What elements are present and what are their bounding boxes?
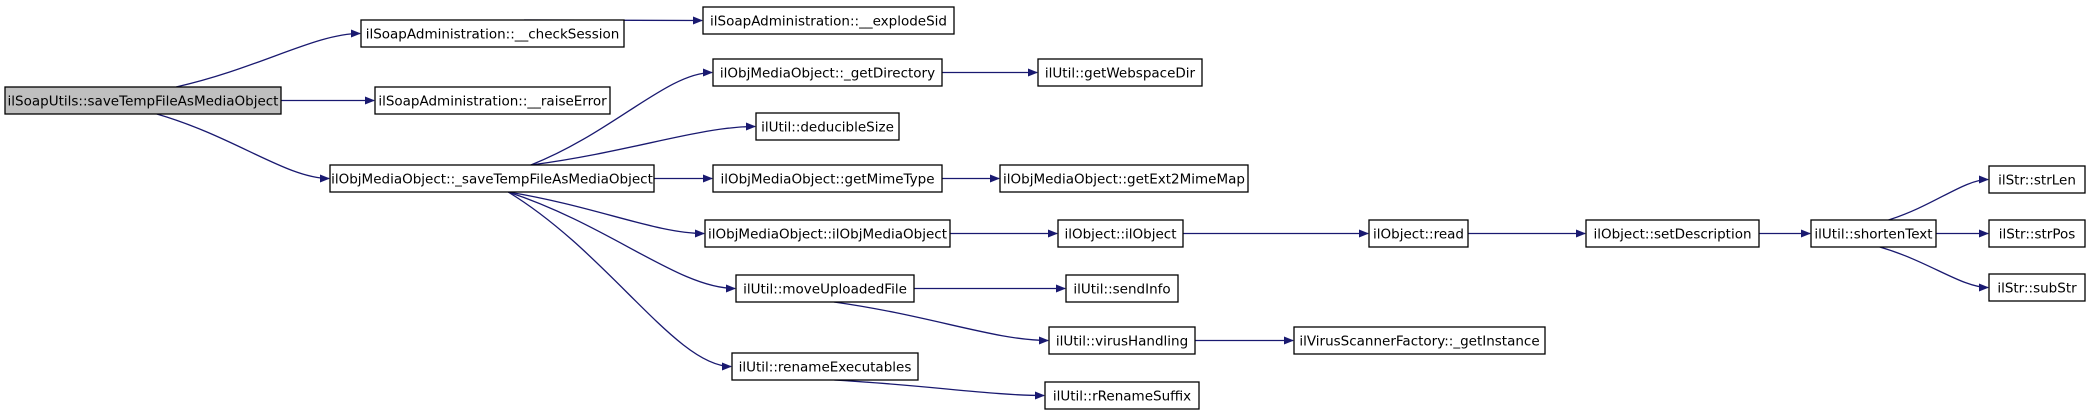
graph-node-n22[interactable]: ilUtil::renameExecutables xyxy=(731,352,919,381)
edge-n4-to-n7 xyxy=(530,122,756,166)
node-label: ilObjMediaObject::ilObjMediaObject xyxy=(708,227,947,243)
graph-node-n14[interactable]: ilUtil::shortenText xyxy=(1810,219,1937,248)
node-box xyxy=(360,19,625,48)
graph-node-n10[interactable]: ilObjMediaObject::ilObjMediaObject xyxy=(704,219,951,248)
node-label: ilObject::ilObject xyxy=(1064,227,1176,243)
graph-node-n13[interactable]: ilObject::setDescription xyxy=(1585,219,1760,248)
node-label: ilVirusScannerFactory::_getInstance xyxy=(1299,334,1539,350)
node-box xyxy=(731,352,919,381)
graph-node-n15[interactable]: ilStr::strLen xyxy=(1988,165,2086,194)
node-box xyxy=(4,86,282,115)
node-label: ilUtil::moveUploadedFile xyxy=(743,282,907,298)
edge-n18-to-n20 xyxy=(833,301,1049,345)
node-label: ilUtil::deducibleSize xyxy=(761,120,894,136)
node-label: ilUtil::virusHandling xyxy=(1056,334,1188,350)
node-box xyxy=(1048,326,1196,355)
graph-node-n0[interactable]: ilSoapUtils::saveTempFileAsMediaObject xyxy=(4,86,282,115)
node-box xyxy=(1368,219,1469,248)
edge-n4-to-n18 xyxy=(507,191,736,293)
node-label: ilStr::strPos xyxy=(1999,227,2076,243)
graph-node-n16[interactable]: ilStr::strPos xyxy=(1988,219,2086,248)
node-box xyxy=(374,86,611,115)
node-label: ilUtil::renameExecutables xyxy=(739,360,912,376)
edge-n0-to-n1 xyxy=(175,29,361,88)
node-label: ilSoapAdministration::__explodeSid xyxy=(710,14,947,30)
graph-node-n9[interactable]: ilObjMediaObject::getExt2MimeMap xyxy=(999,164,1249,193)
node-label: ilUtil::sendInfo xyxy=(1073,282,1170,298)
graph-node-n4[interactable]: ilObjMediaObject::_saveTempFileAsMediaOb… xyxy=(329,164,655,193)
graph-node-n17[interactable]: ilStr::subStr xyxy=(1988,273,2086,302)
node-label: ilUtil::getWebspaceDir xyxy=(1045,66,1196,82)
graph-node-n19[interactable]: ilUtil::sendInfo xyxy=(1065,274,1179,303)
edges-layer xyxy=(156,16,1989,400)
graph-node-n21[interactable]: ilVirusScannerFactory::_getInstance xyxy=(1293,326,1546,355)
node-box xyxy=(1988,165,2086,194)
node-box xyxy=(704,219,951,248)
graph-node-n2[interactable]: ilSoapAdministration::__explodeSid xyxy=(702,6,955,35)
node-box xyxy=(1044,381,1200,410)
node-box xyxy=(1585,219,1760,248)
node-box xyxy=(1988,219,2086,248)
node-label: ilObjMediaObject::getExt2MimeMap xyxy=(1003,172,1245,188)
graph-node-n1[interactable]: ilSoapAdministration::__checkSession xyxy=(360,19,625,48)
node-label: ilObjMediaObject::getMimeType xyxy=(720,172,934,188)
node-box xyxy=(712,164,943,193)
node-box xyxy=(1988,273,2086,302)
edge-n14-to-n17 xyxy=(1879,246,1989,292)
graph-node-n11[interactable]: ilObject::ilObject xyxy=(1057,219,1184,248)
node-box xyxy=(702,6,955,35)
edge-n4-to-n10 xyxy=(508,191,705,238)
node-box xyxy=(329,164,655,193)
graph-node-n5[interactable]: ilObjMediaObject::_getDirectory xyxy=(712,58,943,87)
node-box xyxy=(1037,58,1203,87)
graph-node-n18[interactable]: ilUtil::moveUploadedFile xyxy=(735,274,915,303)
node-box xyxy=(1057,219,1184,248)
node-box xyxy=(712,58,943,87)
edge-n22-to-n23 xyxy=(834,379,1045,400)
node-label: ilObject::read xyxy=(1373,227,1464,243)
edge-n14-to-n15 xyxy=(1888,175,1989,221)
graph-node-n23[interactable]: ilUtil::rRenameSuffix xyxy=(1044,381,1200,410)
edge-n4-to-n5 xyxy=(530,68,713,166)
node-label: ilObjMediaObject::_saveTempFileAsMediaOb… xyxy=(331,172,653,188)
graph-node-n3[interactable]: ilSoapAdministration::__raiseError xyxy=(374,86,611,115)
node-label: ilSoapAdministration::__checkSession xyxy=(366,27,620,43)
node-box xyxy=(999,164,1249,193)
node-box xyxy=(1293,326,1546,355)
node-label: ilObjMediaObject::_getDirectory xyxy=(720,66,935,82)
node-box xyxy=(755,112,900,141)
node-box xyxy=(1065,274,1179,303)
graph-node-n12[interactable]: ilObject::read xyxy=(1368,219,1469,248)
graph-node-n6[interactable]: ilUtil::getWebspaceDir xyxy=(1037,58,1203,87)
node-label: ilUtil::shortenText xyxy=(1814,227,1932,243)
node-label: ilUtil::rRenameSuffix xyxy=(1053,389,1191,405)
graph-node-n20[interactable]: ilUtil::virusHandling xyxy=(1048,326,1196,355)
graph-node-n8[interactable]: ilObjMediaObject::getMimeType xyxy=(712,164,943,193)
edge-n0-to-n4 xyxy=(156,113,330,183)
node-label: ilStr::strLen xyxy=(1998,173,2076,189)
edge-n4-to-n22 xyxy=(507,191,732,371)
nodes-layer: ilSoapUtils::saveTempFileAsMediaObjectil… xyxy=(4,6,2086,410)
node-box xyxy=(735,274,915,303)
node-label: ilObject::setDescription xyxy=(1593,227,1751,243)
graph-node-n7[interactable]: ilUtil::deducibleSize xyxy=(755,112,900,141)
node-label: ilSoapUtils::saveTempFileAsMediaObject xyxy=(8,94,279,110)
node-box xyxy=(1810,219,1937,248)
node-label: ilStr::subStr xyxy=(1997,281,2077,297)
node-label: ilSoapAdministration::__raiseError xyxy=(378,94,607,110)
